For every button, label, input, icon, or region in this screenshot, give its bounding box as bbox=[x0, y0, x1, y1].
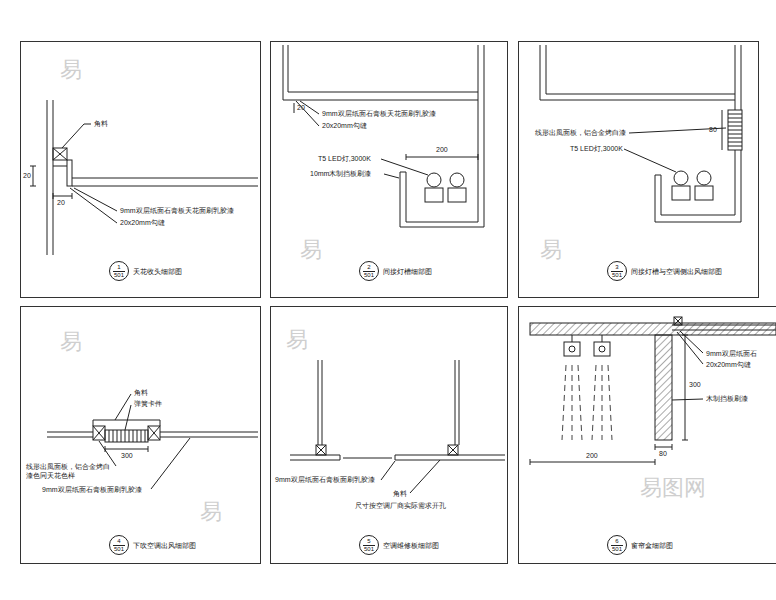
callout-circle: 3501 bbox=[607, 261, 627, 281]
dimension: 80 bbox=[659, 450, 667, 459]
dimension: 300 bbox=[121, 452, 133, 461]
watermark: 易 bbox=[60, 58, 82, 82]
callout-circle: 1501 bbox=[109, 261, 129, 281]
detail-caption: 下吹空调出风细部图 bbox=[133, 541, 196, 550]
sheet-number: 501 bbox=[363, 271, 375, 279]
detail-panel: 下吹空调出风细部图 4501 bbox=[20, 306, 261, 564]
detail-number: 4 bbox=[117, 538, 120, 545]
watermark: 易 bbox=[60, 330, 82, 354]
detail-panel: 天花收头细部图 1501 bbox=[20, 41, 261, 298]
size-note: 尺寸按空调厂商实际需求开孔 bbox=[355, 502, 446, 511]
watermark: 易 bbox=[286, 328, 308, 352]
detail-caption: 空调维修板细部图 bbox=[383, 541, 439, 550]
joint-note: 20x20mm勾缝 bbox=[706, 361, 751, 370]
part-name: 角料 bbox=[94, 120, 108, 129]
joint-note: 20x20mm勾缝 bbox=[120, 219, 165, 228]
dimension: 80 bbox=[709, 126, 717, 135]
detail-number: 3 bbox=[615, 264, 618, 271]
material-note: 10mm木制挡板刷漆 bbox=[310, 170, 371, 179]
dimension: 20 bbox=[297, 104, 305, 113]
material-note: 线形出風面板，铝合金烤白漆色同天花色样 bbox=[26, 463, 114, 480]
sheet-number: 501 bbox=[363, 545, 375, 553]
part-name: 角料 bbox=[393, 490, 407, 499]
dimension: 200 bbox=[436, 146, 448, 155]
callout-circle: 6501 bbox=[607, 535, 627, 555]
callout-circle: 2501 bbox=[359, 261, 379, 281]
material-note: 9mm双层纸面石膏板天花面刷乳胶漆 bbox=[322, 110, 436, 119]
material-note: 9mm双层纸面石膏板天花面刷乳胶漆 bbox=[120, 207, 234, 216]
detail-number: 2 bbox=[367, 264, 370, 271]
material-note: 线形出風面板，铝合金烤白漆 bbox=[535, 129, 626, 138]
detail-number: 5 bbox=[367, 538, 370, 545]
watermark: 易 bbox=[540, 238, 562, 262]
joint-note: 20x20mm勾缝 bbox=[322, 122, 367, 131]
sheet-number: 501 bbox=[611, 545, 623, 553]
lamp-note: T5 LED灯,3000K bbox=[318, 155, 371, 164]
material-note: 9mm双层纸面石膏板面刷乳胶漆 bbox=[275, 476, 375, 485]
sheet-number: 501 bbox=[113, 271, 125, 279]
dimension: 20 bbox=[23, 172, 31, 181]
detail-number: 1 bbox=[117, 264, 120, 271]
part-name: 弹簧卡件 bbox=[134, 400, 162, 409]
detail-caption: 天花收头细部图 bbox=[133, 267, 182, 276]
watermark: 易 bbox=[200, 500, 222, 524]
material-note: 9mm双层纸面石 bbox=[706, 350, 757, 359]
part-name: 角料 bbox=[134, 389, 148, 398]
detail-panel: 窗帘盒细部图 6501 bbox=[518, 306, 776, 564]
callout-circle: 4501 bbox=[109, 535, 129, 555]
material-note: 木制挡板刷漆 bbox=[706, 395, 748, 404]
lamp-note: T5 LED灯,3000K bbox=[570, 145, 623, 154]
detail-caption: 间接灯槽细部图 bbox=[383, 267, 432, 276]
dimension: 300 bbox=[689, 381, 701, 390]
dimension: 20 bbox=[57, 199, 65, 208]
detail-number: 6 bbox=[615, 538, 618, 545]
sheet-number: 501 bbox=[611, 271, 623, 279]
detail-caption: 间接灯槽与空调侧出风细部图 bbox=[631, 267, 722, 276]
callout-circle: 5501 bbox=[359, 535, 379, 555]
material-note: 9mm双层纸面石膏板面刷乳胶漆 bbox=[42, 486, 142, 495]
watermark: 易图网 bbox=[640, 476, 706, 500]
sheet-number: 501 bbox=[113, 545, 125, 553]
dimension: 200 bbox=[586, 452, 598, 461]
watermark: 易 bbox=[300, 238, 322, 262]
detail-caption: 窗帘盒细部图 bbox=[631, 541, 673, 550]
